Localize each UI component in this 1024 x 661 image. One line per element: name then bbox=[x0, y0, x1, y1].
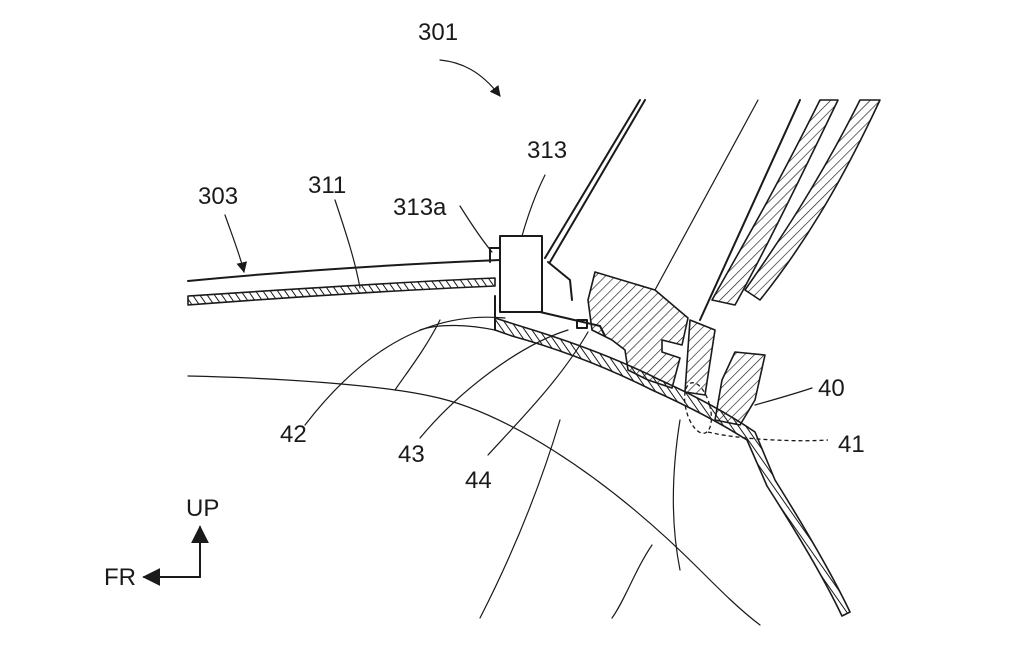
body-line-mid2 bbox=[611, 544, 653, 619]
leader-311 bbox=[334, 199, 361, 289]
pillar-glass bbox=[544, 99, 641, 259]
central-member bbox=[587, 271, 689, 389]
label-sheet-311: 311 bbox=[308, 172, 346, 199]
dashed-region-41 bbox=[683, 382, 713, 434]
panel-outer-line bbox=[187, 259, 501, 282]
bracket-313 bbox=[499, 235, 543, 313]
body-line-mid bbox=[479, 419, 561, 619]
body-curve-upper bbox=[187, 375, 761, 626]
label-up: UP bbox=[186, 495, 219, 522]
sheet-311 bbox=[187, 277, 496, 306]
leader-43 bbox=[419, 329, 569, 439]
leader-313a bbox=[459, 205, 493, 253]
leader-42 bbox=[304, 316, 506, 426]
label-assembly-301: 301 bbox=[418, 19, 458, 46]
body-line-right bbox=[672, 419, 681, 571]
fastener-plate bbox=[539, 311, 606, 337]
leader-41-dashed bbox=[707, 431, 829, 442]
pillar-glass-inner bbox=[549, 99, 646, 263]
leader-44 bbox=[487, 331, 589, 456]
fastener-44 bbox=[576, 319, 588, 329]
label-part-40: 40 bbox=[818, 375, 845, 402]
body-line-42 bbox=[394, 319, 441, 391]
label-part-41: 41 bbox=[838, 431, 865, 458]
pillar-member-right bbox=[744, 99, 881, 301]
label-part-44: 44 bbox=[465, 467, 492, 494]
pillar-line-b bbox=[699, 99, 801, 321]
label-part-43: 43 bbox=[398, 441, 425, 468]
label-front: FR bbox=[104, 564, 136, 591]
label-bracket-313: 313 bbox=[527, 137, 567, 164]
glass-lower-bend bbox=[547, 261, 573, 301]
pillar-line-a bbox=[654, 99, 759, 291]
leader-301 bbox=[439, 59, 501, 97]
leader-40 bbox=[754, 387, 813, 406]
pillar-member-left bbox=[711, 99, 839, 306]
label-bracket-tab-313a: 313a bbox=[393, 194, 447, 221]
leader-313 bbox=[521, 174, 546, 237]
part-40-block bbox=[714, 351, 766, 426]
leader-303 bbox=[224, 214, 248, 274]
label-part-42: 42 bbox=[280, 421, 307, 448]
pillar-foot bbox=[684, 319, 716, 396]
label-panel-303: 303 bbox=[198, 183, 238, 210]
